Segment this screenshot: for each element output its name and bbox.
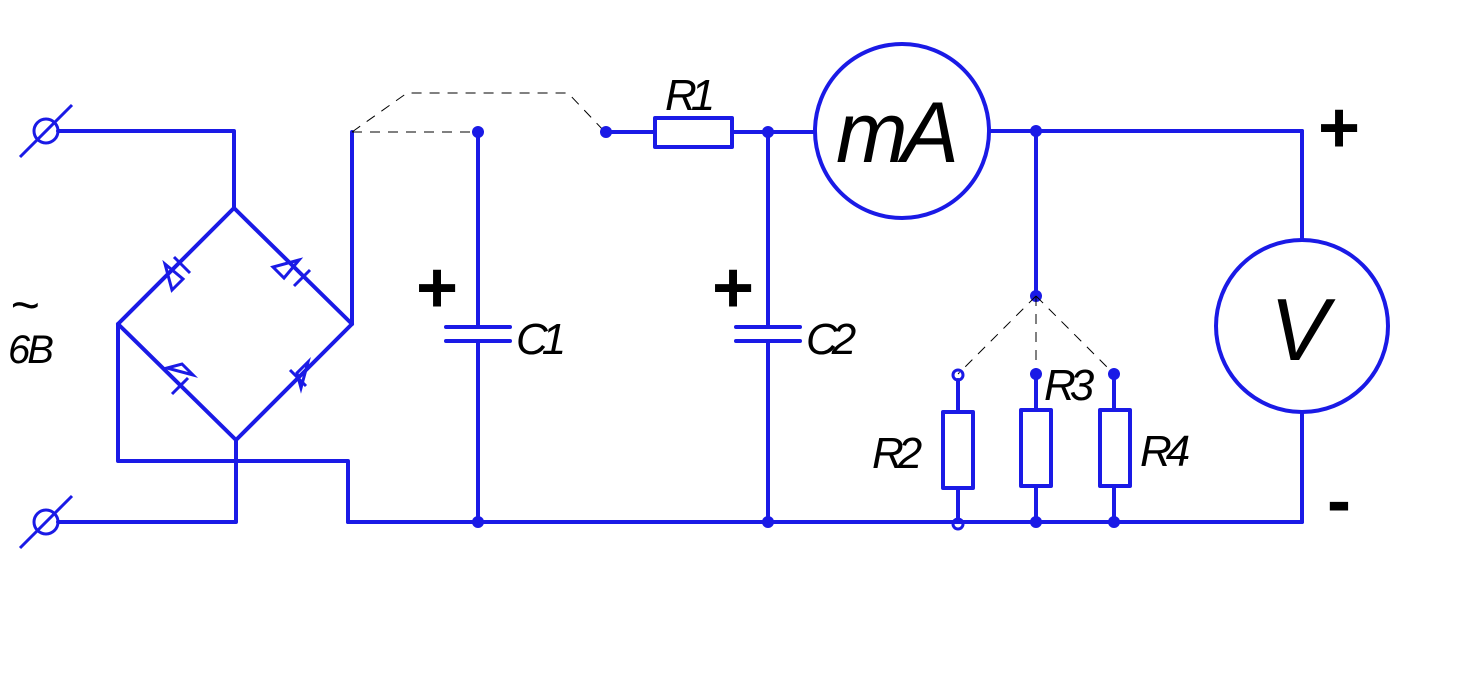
- r2-label: R2: [872, 429, 922, 478]
- input-wire-top: [56, 129, 236, 210]
- diode-bridge: [116, 206, 354, 524]
- node-dot: [472, 126, 484, 138]
- r1-label: R1: [665, 71, 712, 120]
- ammeter-label: mA: [836, 85, 955, 181]
- load-selector-switch: [957, 295, 1115, 375]
- resistor-r2: [941, 410, 975, 490]
- switch-icon: [351, 92, 606, 133]
- node-dot: [762, 516, 774, 528]
- resistor-r4: [1098, 408, 1132, 488]
- node-dot: [1030, 516, 1042, 528]
- r4-label: R4: [1140, 427, 1189, 476]
- capacitor-c2: [734, 130, 802, 524]
- diode-icon: [270, 257, 312, 288]
- ac-symbol: ~: [10, 277, 39, 333]
- output-minus-label: -: [1327, 461, 1351, 541]
- r3-label: R3: [1044, 361, 1095, 410]
- node-dot: [1108, 516, 1120, 528]
- capacitor-c1: [444, 130, 512, 524]
- bridge-left-return-wire: [116, 322, 350, 524]
- c1-polarity-label: +: [416, 248, 458, 328]
- diode-icon: [162, 255, 192, 293]
- resistor-r3: [1019, 408, 1053, 488]
- c2-polarity-label: +: [712, 248, 754, 328]
- c2-label: C2: [806, 315, 856, 364]
- c1-label: C1: [516, 315, 563, 364]
- diode-icon: [161, 362, 199, 396]
- source-voltage-label: 6В: [8, 328, 53, 372]
- voltmeter-label: V: [1270, 280, 1336, 379]
- input-wire-bottom: [56, 438, 238, 524]
- output-plus-label: +: [1318, 88, 1360, 168]
- node-r2: [951, 517, 965, 531]
- diode-icon: [288, 356, 311, 394]
- node-dot: [762, 126, 774, 138]
- node-dot: [472, 516, 484, 528]
- resistor-r1: [653, 116, 734, 149]
